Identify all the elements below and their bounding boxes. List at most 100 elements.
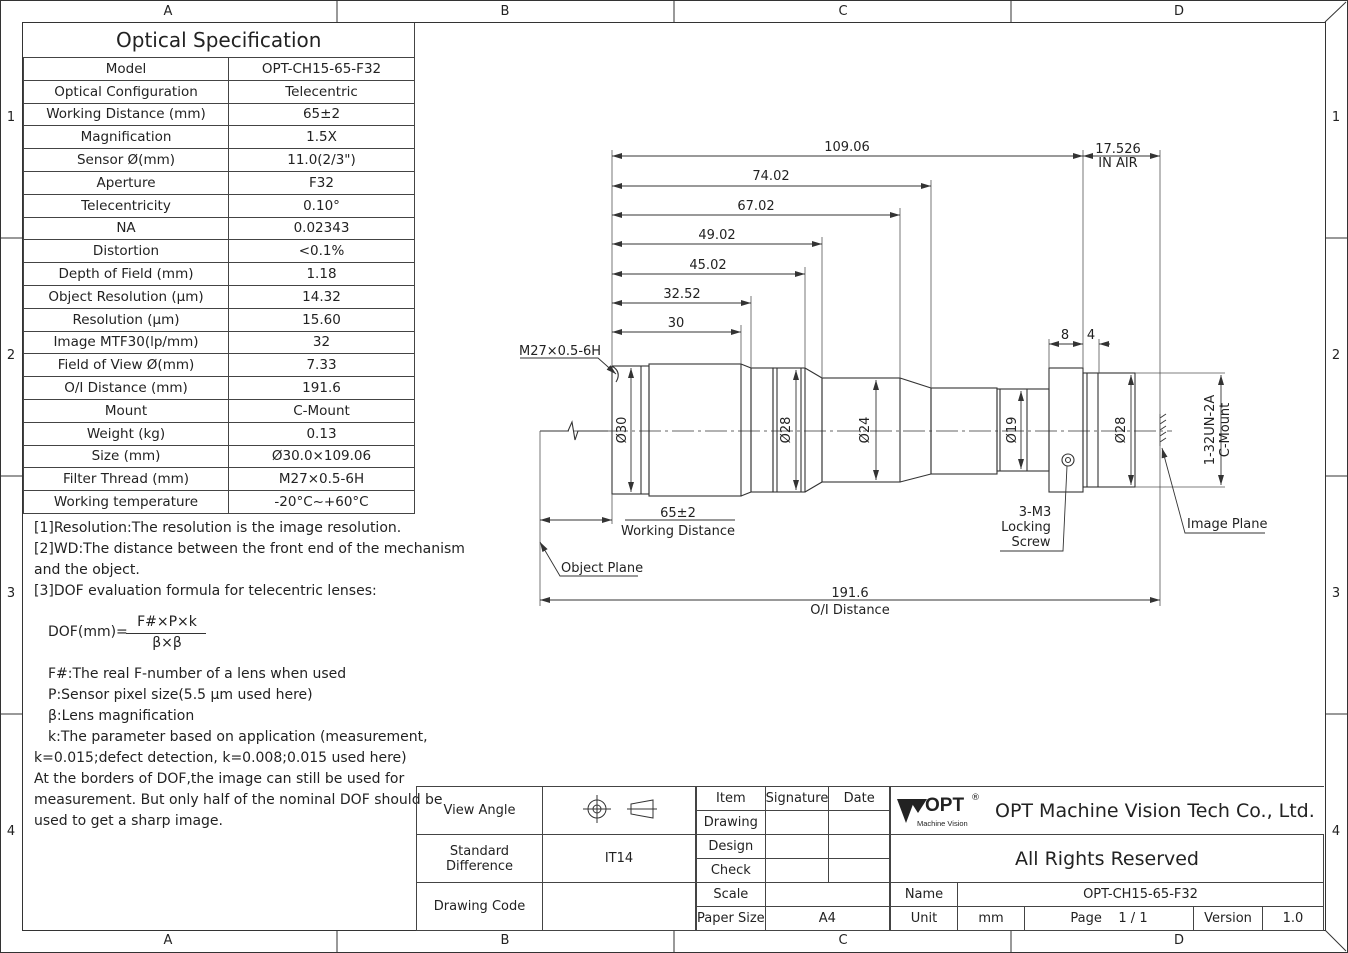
note-pixel-size: P:Sensor pixel size(5.5 μm used here) [48,687,313,703]
tb-check: Check [696,858,766,883]
zone-col-bottom-b: B [500,933,510,948]
object-plane-label: Object Plane [561,561,643,576]
dof-fraction-bar [126,633,206,634]
dia-28-front-label: Ø28 [779,417,794,444]
dim-4: 4 [1087,328,1095,343]
opt-logo-subtext: Machine Vision [917,818,968,828]
spec-label: Size (mm) [23,444,229,469]
tb-scale: Scale [696,882,766,907]
tb-model-name: OPT-CH15-65-F32 [957,882,1324,907]
screw-label-1: 3-M3 [1019,505,1051,520]
dim-74-02: 74.02 [752,169,789,184]
spec-label: Image MTF30(lp/mm) [23,330,229,355]
spec-row: Weight (kg)0.13 [23,421,415,446]
tb-unit: Unit [890,906,958,931]
spec-value: Ø30.0×109.06 [228,444,415,469]
dof-formula-label: DOF(mm)= [48,624,128,640]
zone-row-left-1: 1 [6,110,16,125]
spec-value: -20°C~+60°C [228,490,415,514]
zone-col-top-b: B [500,4,510,19]
note-k-line1: k:The parameter based on application (me… [48,729,428,745]
dim-30: 30 [668,316,685,331]
dim-8: 8 [1061,328,1069,343]
tb-design: Design [696,834,766,859]
registered-mark-icon: ® [971,792,980,803]
zone-col-top-d: D [1173,4,1184,19]
zone-row-left-4: 4 [6,824,16,839]
spec-title: Optical Specification [23,23,415,58]
spec-value: 65±2 [228,102,415,127]
c-mount-label: C-Mount [1218,403,1233,458]
spec-value: 0.02343 [228,216,415,241]
dof-formula-numerator: F#×P×k [137,614,197,630]
note-dof-intro: [3]DOF evaluation formula for telecentri… [34,583,377,599]
zone-row-left-2: 2 [6,348,16,363]
zone-row-right-1: 1 [1331,110,1341,125]
tb-it14: IT14 [542,834,696,883]
tb-paper-size-value: A4 [764,906,891,931]
spec-label: O/I Distance (mm) [23,376,229,400]
tb-view-angle: View Angle [416,786,543,835]
spec-label: Telecentricity [23,193,229,218]
image-plane-label: Image Plane [1187,517,1268,532]
dia-30-label: Ø30 [615,417,630,444]
tb-version-value: 1.0 [1262,906,1324,931]
tb-name: Name [890,882,958,907]
note-borders-line2: measurement. But only half of the nomina… [34,792,443,808]
spec-label: Magnification [23,125,229,150]
spec-value: 7.33 [228,353,415,378]
dia-28-rear-label: Ø28 [1114,417,1129,444]
spec-value: 191.6 [228,376,415,400]
opt-logo-text: OPT [925,794,965,816]
tb-unit-value: mm [957,906,1025,931]
screw-label-3: Screw [1011,535,1050,550]
zone-col-top-a: A [163,4,173,19]
note-wd-line1: [2]WD:The distance between the front end… [34,541,465,557]
spec-label: Field of View Ø(mm) [23,353,229,378]
opt-logo: OPT ® Machine Vision [895,793,987,829]
spec-row: O/I Distance (mm)191.6 [23,376,415,400]
note-k-line2: k=0.015;defect detection, k=0.008;0.015 … [34,750,407,766]
zone-row-right-3: 3 [1331,586,1341,601]
spec-label: Weight (kg) [23,421,229,446]
spec-row: Sensor Ø(mm)11.0(2/3") [23,148,415,172]
dof-formula-denominator: β×β [152,635,182,651]
zone-col-bottom-a: A [163,933,173,948]
spec-row: Working Distance (mm)65±2 [23,102,415,127]
spec-row: Field of View Ø(mm)7.33 [23,353,415,378]
screw-label-2: Locking [1001,520,1051,535]
dia-19-label: Ø19 [1005,417,1020,444]
opt-logo-icon [897,798,927,823]
wd-value: 65±2 [660,506,696,521]
spec-label: Resolution (μm) [23,307,229,332]
tb-drawing: Drawing [696,810,766,835]
spec-row: Image MTF30(lp/mm)32 [23,330,415,355]
spec-value: 1.5X [228,125,415,150]
tb-page: Page 1 / 1 [1024,906,1194,931]
dim-back-focal: 17.526 [1095,142,1141,157]
company-name: OPT Machine Vision Tech Co., Ltd. [995,799,1315,822]
tb-version: Version [1193,906,1263,931]
all-rights-reserved: All Rights Reserved [890,834,1324,883]
spec-row: Working temperature-20°C~+60°C [23,490,415,514]
wd-label: Working Distance [621,524,735,539]
titleblock-signatures: Item Signature Date Drawing Design Check… [696,786,891,931]
spec-value: OPT-CH15-65-F32 [228,57,415,81]
oi-distance-label: O/I Distance [810,603,889,618]
dia-24-label: Ø24 [858,417,873,444]
dim-49-02: 49.02 [698,228,735,243]
mount-thread-label: 1-32UN-2A [1203,395,1218,466]
spec-row: Resolution (μm)15.60 [23,307,415,332]
oi-distance-value: 191.6 [831,586,868,601]
tb-item: Item [696,786,766,811]
note-f-number: F#:The real F-number of a lens when used [48,666,347,682]
c-mount-thread [1082,372,1136,488]
note-borders-line3: used to get a sharp image. [34,813,223,829]
thread-label: M27×0.5-6H [519,344,601,359]
zone-col-bottom-d: D [1173,933,1184,948]
dim-109-06: 109.06 [824,140,870,155]
